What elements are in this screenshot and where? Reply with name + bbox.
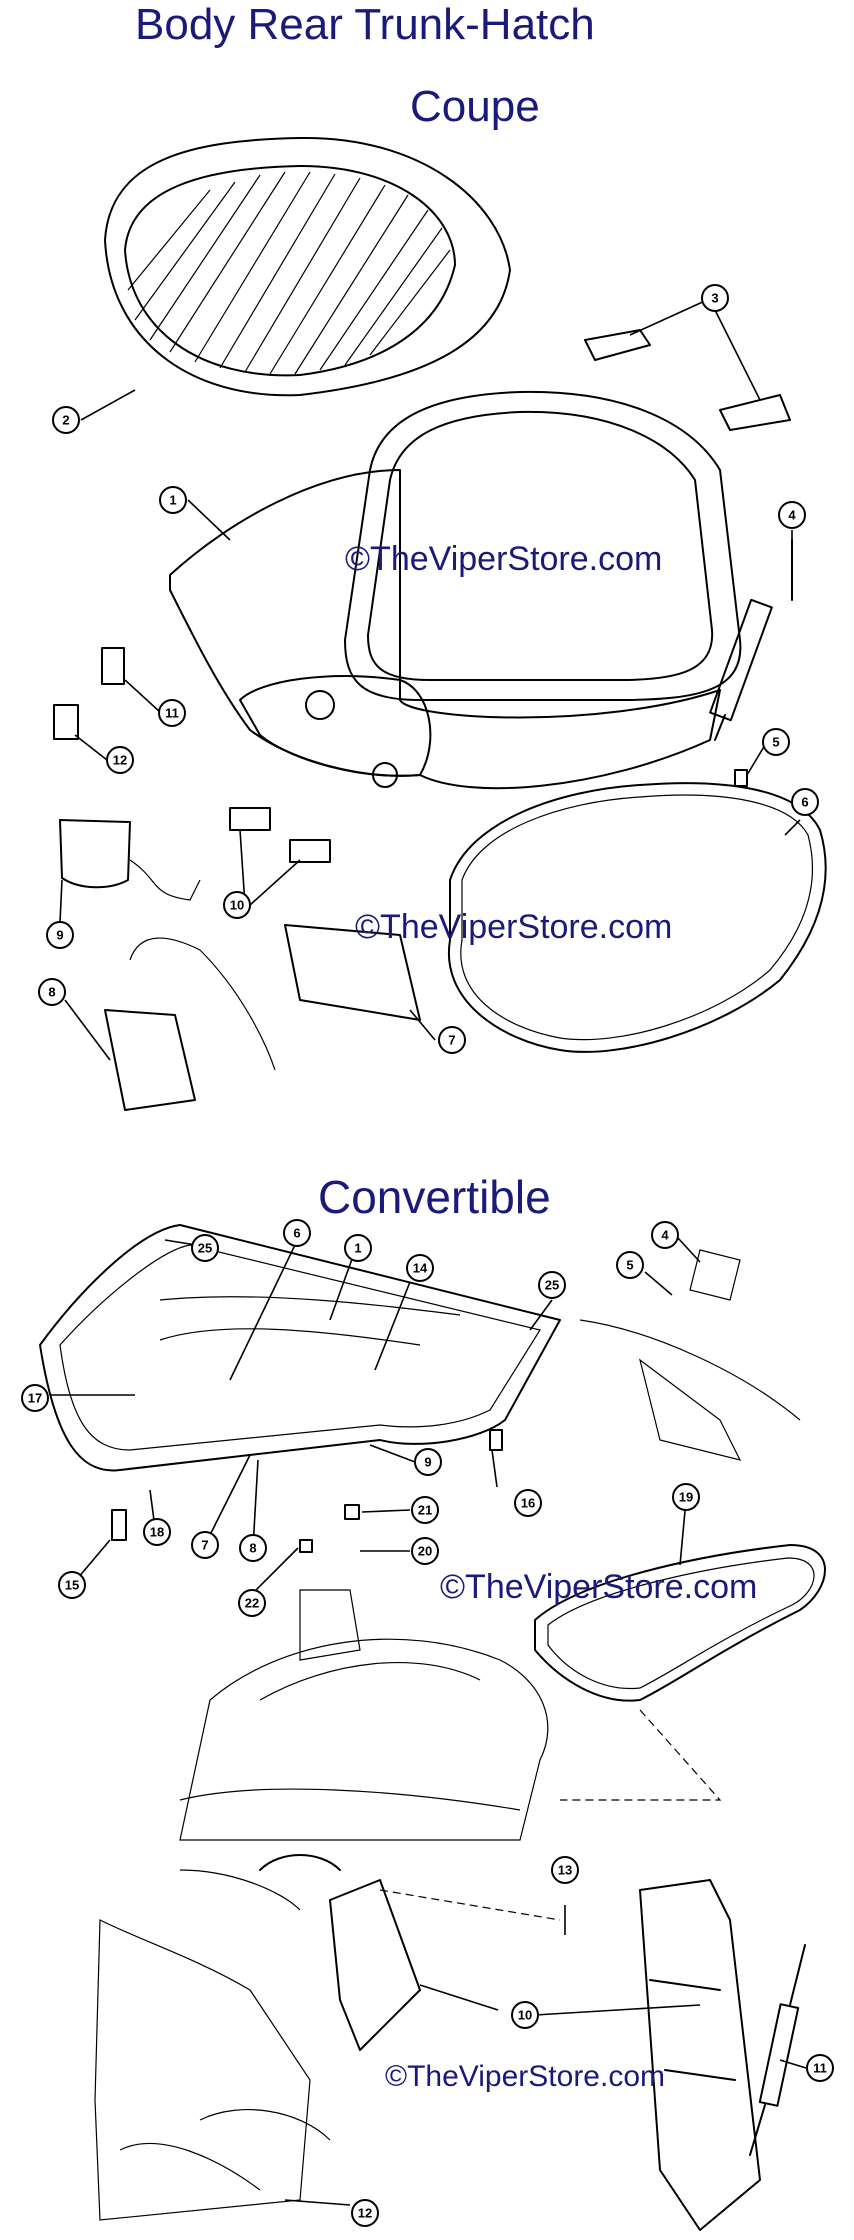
page-title: Body Rear Trunk-Hatch (135, 0, 595, 49)
svg-text:2: 2 (62, 413, 69, 428)
svg-text:12: 12 (113, 753, 127, 768)
svg-text:22: 22 (245, 1596, 259, 1611)
callout-1-conv: 1 (344, 1234, 372, 1262)
lower-hinge-left-part (259, 1854, 421, 2051)
svg-text:25: 25 (545, 1278, 559, 1293)
callout-6-conv: 6 (283, 1219, 311, 1247)
callout-8-conv: 8 (239, 1534, 267, 1562)
svg-text:18: 18 (150, 1525, 164, 1540)
svg-text:12: 12 (358, 2206, 372, 2221)
callout-12-conv: 12 (351, 2199, 379, 2227)
callout-18: 18 (143, 1518, 171, 1546)
callout-17: 17 (21, 1384, 49, 1412)
callout-22: 22 (238, 1589, 266, 1617)
callout-7-conv: 7 (191, 1531, 219, 1559)
svg-text:25: 25 (198, 1241, 212, 1256)
gas-strut-part (749, 1944, 806, 2156)
svg-text:10: 10 (518, 2008, 532, 2023)
callout-6: 6 (791, 788, 819, 816)
svg-text:9: 9 (56, 928, 63, 943)
rear-glass-part (104, 136, 511, 397)
callout-4-conv: 4 (651, 1221, 679, 1249)
callout-12: 12 (106, 746, 134, 774)
callout-21: 21 (411, 1496, 439, 1524)
watermark: ©TheViperStore.com (385, 2060, 666, 2093)
svg-text:16: 16 (521, 1496, 535, 1511)
callout-15: 15 (58, 1571, 86, 1599)
gas-strut-part (709, 539, 793, 741)
latch-assembly-part (104, 1009, 196, 1111)
svg-text:13: 13 (558, 1863, 572, 1878)
weatherstrip-part (447, 782, 827, 1053)
convertible-hinge-part (579, 1249, 801, 1461)
bumper-pad-part (101, 647, 125, 685)
callout-7: 7 (438, 1026, 466, 1054)
lower-body-part (94, 1869, 331, 2221)
callout-3: 3 (701, 284, 729, 312)
callout-11: 11 (158, 699, 186, 727)
watermark: ©TheViperStore.com (345, 540, 663, 578)
callout-5-conv: 5 (616, 1251, 644, 1279)
svg-text:5: 5 (626, 1258, 633, 1273)
svg-text:9: 9 (424, 1455, 431, 1470)
lower-hinge-right-part (639, 1879, 761, 2231)
svg-text:21: 21 (418, 1503, 432, 1518)
svg-text:3: 3 (711, 291, 718, 306)
svg-text:7: 7 (201, 1538, 208, 1553)
callout-4: 4 (778, 501, 806, 529)
convertible-deck-lid-part (39, 1224, 561, 1472)
svg-text:4: 4 (661, 1228, 669, 1243)
svg-text:1: 1 (169, 493, 176, 508)
watermark: ©TheViperStore.com (355, 908, 673, 946)
svg-text:8: 8 (48, 985, 55, 1000)
callout-11-conv: 11 (806, 2054, 834, 2082)
hinge-part (584, 329, 791, 431)
convertible-body-part (179, 1589, 549, 1841)
svg-text:15: 15 (65, 1578, 79, 1593)
svg-text:14: 14 (413, 1261, 428, 1276)
svg-text:8: 8 (249, 1541, 256, 1556)
callout-9: 9 (46, 921, 74, 949)
svg-text:6: 6 (293, 1226, 300, 1241)
latch-bracket-part (284, 924, 421, 1021)
svg-text:10: 10 (230, 898, 244, 913)
hatch-frame-part (344, 390, 742, 701)
callout-10-conv: 10 (511, 2001, 539, 2029)
svg-text:1: 1 (354, 1241, 361, 1256)
svg-text:11: 11 (813, 2061, 827, 2076)
svg-text:5: 5 (772, 735, 779, 750)
callout-16: 16 (514, 1489, 542, 1517)
deck-lid-part (169, 469, 721, 790)
svg-text:4: 4 (788, 508, 796, 523)
svg-text:11: 11 (165, 706, 179, 721)
callout-14: 14 (406, 1254, 434, 1282)
svg-text:20: 20 (418, 1544, 432, 1559)
callout-5: 5 (762, 728, 790, 756)
section-title-convertible: Convertible (318, 1171, 551, 1223)
svg-text:17: 17 (28, 1391, 42, 1406)
callout-13: 13 (551, 1856, 579, 1884)
callout-2: 2 (52, 406, 80, 434)
callout-20: 20 (411, 1537, 439, 1565)
callout-8: 8 (38, 978, 66, 1006)
callout-25-left: 25 (191, 1234, 219, 1262)
callout-25-right: 25 (538, 1271, 566, 1299)
section-title-coupe: Coupe (410, 82, 540, 131)
svg-text:7: 7 (448, 1033, 455, 1048)
callout-19: 19 (672, 1483, 700, 1511)
callout-10: 10 (223, 891, 251, 919)
watermark: ©TheViperStore.com (440, 1568, 758, 1606)
trunk-lamp-part (59, 819, 131, 889)
svg-text:19: 19 (679, 1490, 693, 1505)
callout-9-conv: 9 (414, 1448, 442, 1476)
callout-1: 1 (159, 486, 187, 514)
svg-text:6: 6 (801, 795, 808, 810)
